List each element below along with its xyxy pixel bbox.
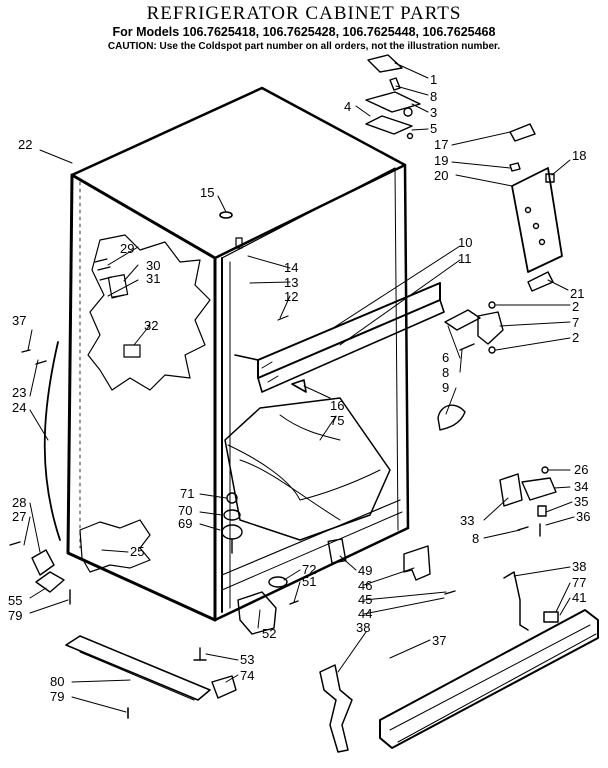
callout-38-right: 38 <box>572 559 586 574</box>
callout-8: 8 <box>430 89 437 104</box>
caution-note: CAUTION: Use the Coldspot part number on… <box>107 41 501 52</box>
callout-25: 25 <box>130 544 144 559</box>
parts-29-32 <box>94 258 141 358</box>
callout-23: 23 <box>12 385 26 400</box>
callout-71: 71 <box>180 486 194 501</box>
callout-3: 3 <box>430 105 437 120</box>
callout-34: 34 <box>574 479 588 494</box>
callout-31: 31 <box>146 271 160 286</box>
callout-72: 72 <box>302 562 316 577</box>
leveler-parts <box>221 492 243 554</box>
callout-9: 9 <box>442 380 449 395</box>
callout-13: 13 <box>284 275 298 290</box>
callout-1: 1 <box>430 72 437 87</box>
callout-28: 28 <box>12 495 26 510</box>
middle-hinge-parts <box>437 301 504 431</box>
right-hinge-parts <box>509 123 563 292</box>
callout-2-lower: 2 <box>572 330 579 345</box>
lower-hinge-parts <box>499 466 557 537</box>
callout-19: 19 <box>434 153 448 168</box>
mullion-divider <box>234 282 445 393</box>
grille-parts <box>319 571 599 753</box>
diagram-title: REFRIGERATOR CABINET PARTS <box>146 3 462 24</box>
callout-36: 36 <box>576 509 590 524</box>
top-hinge-parts <box>365 54 421 140</box>
callout-74: 74 <box>240 668 254 683</box>
callout-35: 35 <box>574 494 588 509</box>
callout-2-upper: 2 <box>572 299 579 314</box>
callout-69: 69 <box>178 516 192 531</box>
callout-79-left: 79 <box>8 608 22 623</box>
callout-49: 49 <box>358 563 372 578</box>
callout-41: 41 <box>572 590 586 605</box>
callout-37-left: 37 <box>12 313 26 328</box>
drain-tube-parts <box>21 341 61 541</box>
callout-37-lower: 37 <box>432 633 446 648</box>
base-rail <box>65 635 211 719</box>
callout-labels: 1 8 3 4 5 17 18 19 20 21 22 15 10 11 14 … <box>8 72 590 704</box>
callout-6: 6 <box>442 350 449 365</box>
callout-51: 51 <box>302 574 316 589</box>
cabinet-shell <box>66 86 410 622</box>
callout-70: 70 <box>178 503 192 518</box>
callout-52: 52 <box>262 626 276 641</box>
callout-20: 20 <box>434 168 448 183</box>
callout-79-lower: 79 <box>50 689 64 704</box>
callout-75: 75 <box>330 413 344 428</box>
callout-33: 33 <box>460 513 474 528</box>
parts-12-14 <box>235 237 289 321</box>
callout-16: 16 <box>330 398 344 413</box>
callout-8-lower: 8 <box>472 531 479 546</box>
callout-11: 11 <box>458 251 472 266</box>
callout-45: 45 <box>358 592 372 607</box>
leader-lines <box>23 62 575 713</box>
callout-12: 12 <box>284 289 298 304</box>
callout-18: 18 <box>572 148 586 163</box>
callout-27: 27 <box>12 509 26 524</box>
cutaway-bottom <box>79 519 151 573</box>
callout-8-middle: 8 <box>442 365 449 380</box>
callout-46: 46 <box>358 578 372 593</box>
callout-30: 30 <box>146 258 160 273</box>
callout-17: 17 <box>434 137 448 152</box>
liner-floor <box>224 397 391 541</box>
callout-80: 80 <box>50 674 64 689</box>
callout-29: 29 <box>120 241 134 256</box>
model-numbers: For Models 106.7625418, 106.7625428, 106… <box>112 25 496 39</box>
callout-38-lower: 38 <box>356 620 370 635</box>
callout-77: 77 <box>572 575 586 590</box>
callout-44: 44 <box>358 606 372 621</box>
cutaway-insulation <box>87 234 211 391</box>
part-15 <box>219 211 233 219</box>
callout-4: 4 <box>344 99 351 114</box>
callout-7: 7 <box>572 315 579 330</box>
brackets-44-49 <box>327 538 456 595</box>
callout-24: 24 <box>12 400 26 415</box>
callout-32: 32 <box>144 318 158 333</box>
callout-15: 15 <box>200 185 214 200</box>
callout-5: 5 <box>430 121 437 136</box>
callout-53: 53 <box>240 652 254 667</box>
callout-55: 55 <box>8 593 22 608</box>
callout-26: 26 <box>574 462 588 477</box>
callout-14: 14 <box>284 260 298 275</box>
callout-21: 21 <box>570 286 584 301</box>
callout-10: 10 <box>458 235 472 250</box>
callout-22: 22 <box>18 137 32 152</box>
